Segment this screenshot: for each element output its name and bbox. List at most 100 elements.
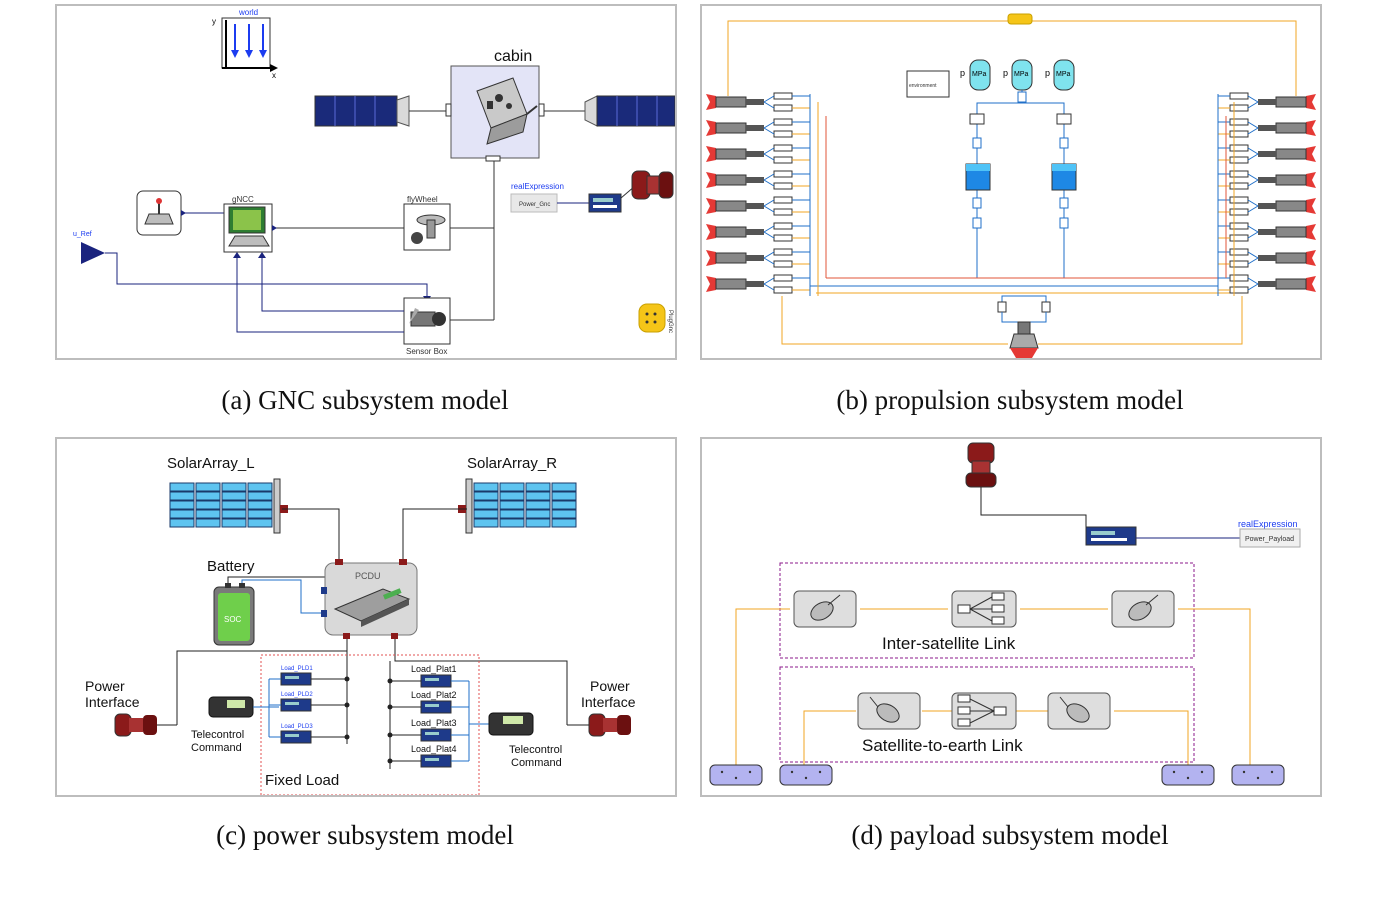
load-pld-3[interactable]: Load_PLD3: [280, 724, 313, 744]
antenna-isl-right[interactable]: [1111, 590, 1175, 628]
svg-text:p: p: [1045, 68, 1050, 78]
power-interface-left[interactable]: [114, 713, 157, 737]
valve-left[interactable]: [773, 196, 793, 204]
load-plat-3[interactable]: Load_Plat3: [411, 718, 457, 742]
sensor-box-component[interactable]: [403, 297, 451, 345]
thruster-right-4[interactable]: [1258, 172, 1316, 188]
load-plat-1[interactable]: Load_Plat1: [411, 664, 457, 688]
thruster-left-1[interactable]: [706, 94, 764, 110]
valve-right[interactable]: [1229, 156, 1249, 164]
load-plat-2[interactable]: Load_Plat2: [411, 690, 457, 714]
plug-gnc[interactable]: [638, 303, 666, 333]
load-plat-label: Load_Plat4: [411, 744, 457, 754]
valve-left[interactable]: [773, 286, 793, 294]
valve-right[interactable]: [1229, 196, 1249, 204]
gncc-component[interactable]: [223, 203, 273, 253]
valve-right[interactable]: [1229, 182, 1249, 190]
tank-group[interactable]: p MPa p MPa p MPa: [960, 59, 1075, 91]
thruster-right-1[interactable]: [1258, 94, 1316, 110]
cabin-component[interactable]: [445, 65, 545, 162]
u-ref-input[interactable]: [81, 242, 105, 264]
thruster-right-8[interactable]: [1258, 276, 1316, 292]
panel-propulsion: environment p MPa p MPa p MPa: [700, 4, 1322, 360]
combiner-ste[interactable]: [951, 692, 1017, 730]
thruster-right-6[interactable]: [1258, 224, 1316, 240]
antenna-isl-left[interactable]: [793, 590, 857, 628]
world-component[interactable]: world y x: [212, 8, 278, 80]
telecontrol-left[interactable]: [208, 696, 254, 718]
solar-panel-right[interactable]: [544, 95, 675, 127]
valve-right[interactable]: [1229, 248, 1249, 256]
valve-left[interactable]: [773, 170, 793, 178]
telecontrol-right[interactable]: [488, 712, 534, 736]
thruster-right-2[interactable]: [1258, 120, 1316, 136]
caption-c: (c) power subsystem model: [216, 820, 514, 850]
pcdu-component[interactable]: PCDU: [324, 562, 418, 636]
valve-left[interactable]: [773, 92, 793, 100]
power-connector-gnc[interactable]: [620, 170, 674, 200]
load-pld-1[interactable]: Load_PLD1: [280, 666, 313, 686]
valve-right[interactable]: [1229, 170, 1249, 178]
splitter-isl[interactable]: [951, 590, 1017, 628]
real-expression-payload[interactable]: Power_Payload: [1239, 528, 1301, 548]
thruster-left-8[interactable]: [706, 276, 764, 292]
oxidizer-tank-right[interactable]: [1051, 163, 1077, 191]
thruster-right-5[interactable]: [1258, 198, 1316, 214]
payload-connector-2[interactable]: [779, 764, 833, 786]
flywheel-component[interactable]: [403, 203, 451, 251]
valve-right[interactable]: [1229, 222, 1249, 230]
valve-left[interactable]: [773, 130, 793, 138]
valve-left[interactable]: [773, 182, 793, 190]
thruster-left-2[interactable]: [706, 120, 764, 136]
thruster-left-4[interactable]: [706, 172, 764, 188]
thruster-right-7[interactable]: [1258, 250, 1316, 266]
valve-left[interactable]: [773, 104, 793, 112]
solar-array-right[interactable]: [458, 478, 577, 534]
load-plat-4[interactable]: Load_Plat4: [411, 744, 457, 768]
thruster-left-6[interactable]: [706, 224, 764, 240]
valve-left[interactable]: [773, 248, 793, 256]
payload-connector-1[interactable]: [709, 764, 763, 786]
main-engine[interactable]: [1009, 321, 1039, 358]
oxidizer-tank-left[interactable]: [965, 163, 991, 191]
propulsion-top-connector[interactable]: [1007, 13, 1033, 25]
valve-left[interactable]: [773, 222, 793, 230]
valve-right[interactable]: [1229, 144, 1249, 152]
valve-left[interactable]: [773, 156, 793, 164]
thruster-left-5[interactable]: [706, 198, 764, 214]
real-expression-gnc[interactable]: Power_Gnc: [510, 193, 558, 213]
antenna-ste-right[interactable]: [1047, 692, 1111, 730]
valve-right[interactable]: [1229, 130, 1249, 138]
valve-right[interactable]: [1229, 118, 1249, 126]
valve-right[interactable]: [1229, 234, 1249, 242]
valve-right[interactable]: [1229, 274, 1249, 282]
battery-component[interactable]: SOC: [213, 583, 255, 646]
valve-right[interactable]: [1229, 286, 1249, 294]
joystick-component[interactable]: [136, 190, 182, 236]
valve-left[interactable]: [773, 118, 793, 126]
thruster-right-3[interactable]: [1258, 146, 1316, 162]
environment-component[interactable]: environment: [906, 70, 950, 98]
power-module-payload[interactable]: [1085, 526, 1137, 546]
valve-left[interactable]: [773, 208, 793, 216]
power-connector-payload[interactable]: [965, 442, 997, 488]
valve-right[interactable]: [1229, 104, 1249, 112]
valve-left[interactable]: [773, 274, 793, 282]
valve-left[interactable]: [773, 260, 793, 268]
power-module-gnc[interactable]: [588, 193, 622, 213]
thruster-left-3[interactable]: [706, 146, 764, 162]
thruster-left-7[interactable]: [706, 250, 764, 266]
valve-left[interactable]: [773, 144, 793, 152]
antenna-ste-left[interactable]: [857, 692, 921, 730]
valve-right[interactable]: [1229, 208, 1249, 216]
valve-right[interactable]: [1229, 260, 1249, 268]
valve-left[interactable]: [773, 234, 793, 242]
valve-right[interactable]: [1229, 92, 1249, 100]
solar-panel-left[interactable]: [314, 95, 446, 127]
svg-text:Telecontrol: Telecontrol: [509, 744, 562, 756]
solar-array-left[interactable]: [169, 478, 288, 534]
power-interface-right[interactable]: [588, 713, 631, 737]
payload-connector-3[interactable]: [1161, 764, 1215, 786]
load-pld-2[interactable]: Load_PLD2: [280, 692, 313, 712]
payload-connector-4[interactable]: [1231, 764, 1285, 786]
